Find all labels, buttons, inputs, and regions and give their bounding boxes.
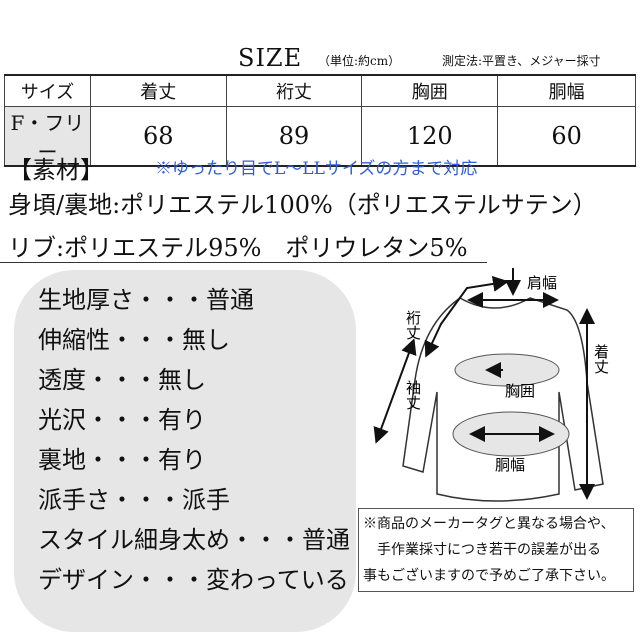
chest-ellipse xyxy=(454,353,560,387)
chest-label: 胸囲 xyxy=(505,382,535,400)
notice-line: ※商品のメーカータグと異なる場合や、 xyxy=(363,516,615,532)
materials-header: 【素材】 xyxy=(8,156,104,184)
fit-note: ※ゆったり目でL〜LLサイズの方まで対応 xyxy=(155,159,478,179)
body-material: 身頃/裏地:ポリエステル100%（ポリエステルサテン） xyxy=(8,191,597,219)
size-table-header: 裄丈 xyxy=(225,74,363,107)
property-design: デザイン・・・変わっている xyxy=(38,566,349,594)
yuki-arrow xyxy=(424,275,509,358)
yuki-value: 89 xyxy=(225,106,363,167)
waist-value: 60 xyxy=(497,106,636,167)
size-table-header: サイズ xyxy=(4,74,91,107)
properties-panel: 生地厚さ・・・普通 伸縮性・・・無し 透度・・・無し 光沢・・・有り 裏地・・・… xyxy=(14,270,356,632)
notice-box: ※商品のメーカータグと異なる場合や、 手作業採寸につき若干の誤差が出る 事もござ… xyxy=(358,508,634,592)
rib-material: リブ:ポリエステル95% ポリウレタン5% xyxy=(8,234,468,262)
size-table-header: 胴幅 xyxy=(497,74,636,107)
table-row: F・フリー 68 89 120 60 xyxy=(4,106,636,167)
property-gloss: 光沢・・・有り xyxy=(38,406,206,434)
notice-line: 手作業採寸につき若干の誤差が出る xyxy=(377,542,601,558)
size-title: SIZE xyxy=(238,44,303,72)
divider xyxy=(0,262,487,263)
size-table: サイズ 着丈 裄丈 胸囲 胴幅 F・フリー 68 89 120 60 xyxy=(4,74,636,167)
notice-line: 事もございますので予めご了承下さい。 xyxy=(363,568,615,584)
unit-label: （単位:約cm） xyxy=(318,54,401,68)
measurement-method: 測定法:平置き、メジャー採寸 xyxy=(442,54,601,68)
chest-value: 120 xyxy=(361,106,499,167)
property-transparency: 透度・・・無し xyxy=(38,366,206,394)
size-table-header-row: サイズ 着丈 裄丈 胸囲 胴幅 xyxy=(4,74,636,107)
garment-diagram: 肩幅 裄丈 袖丈 着丈 胸囲 胴幅 xyxy=(373,268,610,502)
property-fit: スタイル細身太め・・・普通 xyxy=(38,526,350,554)
sleeve-label: 袖丈 xyxy=(404,380,422,410)
length-label: 着丈 xyxy=(592,344,610,374)
yuki-label: 裄丈 xyxy=(404,310,422,340)
size-table-header: 着丈 xyxy=(89,74,227,107)
property-stretch: 伸縮性・・・無し xyxy=(38,326,230,354)
size-name-cell: F・フリー xyxy=(4,106,91,167)
waist-label: 胴幅 xyxy=(495,456,525,474)
size-table-header: 胸囲 xyxy=(361,74,499,107)
property-fabric-thickness: 生地厚さ・・・普通 xyxy=(38,286,254,314)
property-flashiness: 派手さ・・・派手 xyxy=(38,486,230,514)
property-lining: 裏地・・・有り xyxy=(38,446,206,474)
shoulder-label: 肩幅 xyxy=(527,274,557,292)
sleeve-arrow xyxy=(373,338,417,444)
